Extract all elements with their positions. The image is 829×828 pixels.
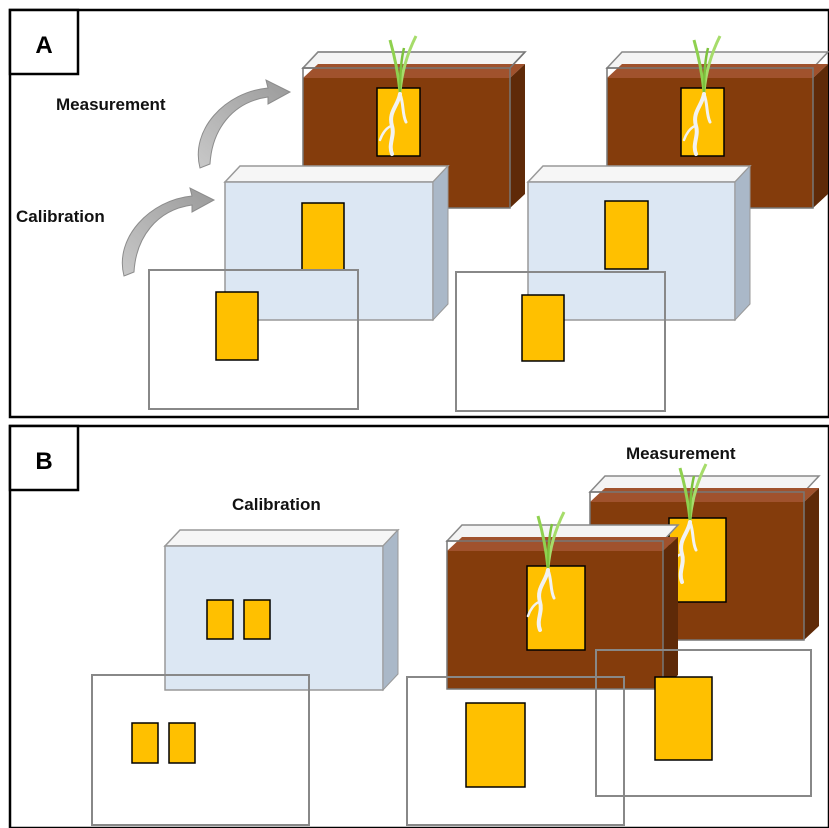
panel-a-left-air-container	[148, 269, 359, 410]
panel-b-water-sensor-1	[206, 599, 234, 640]
panel-b-back-air-container	[595, 649, 812, 797]
panel-a-right-air-sensor	[521, 294, 565, 362]
panel-a-frame	[8, 8, 829, 419]
panel-b-front-air-container	[406, 676, 625, 826]
panel-a-left-air-sensor	[215, 291, 259, 361]
panel-a-measurement-arrow	[197, 79, 292, 169]
panel-b-back-air-sensor	[654, 676, 713, 761]
panel-b-water-sensor-2	[243, 599, 271, 640]
panel-b-label-box	[8, 424, 80, 492]
panel-b-back-soil-sensor	[668, 517, 727, 603]
panel-b-calibration-label: Calibration	[232, 495, 321, 514]
panel-a-calibration-arrow	[121, 187, 216, 277]
panel-a: A Measurement Calibration	[8, 8, 829, 419]
panel-a-left-water-sensor	[301, 202, 345, 271]
panel-a-right-air-container	[455, 271, 666, 412]
panel-a-right-soil-sensor	[680, 87, 725, 157]
panel-a-right-water-sensor	[604, 200, 649, 270]
panel-a-label: A	[35, 32, 52, 59]
panel-a-left-water-container	[223, 164, 450, 322]
panel-b-label: B	[35, 448, 52, 475]
panel-b-front-soil-container	[445, 510, 680, 690]
panel-a-label-box	[8, 8, 80, 76]
panel-b-water-container	[163, 528, 400, 692]
panel-a-measurement-label: Measurement	[56, 95, 166, 114]
panel-b-measurement-label: Measurement	[626, 444, 736, 463]
panel-b-air-sensor-2	[168, 722, 196, 764]
panel-b-air-sensor-1	[131, 722, 159, 764]
panel-b: B Calibration Measurement	[8, 424, 829, 828]
panel-b-frame	[8, 424, 829, 828]
panel-b-front-soil-sensor	[526, 565, 586, 651]
panel-b-air-container	[91, 674, 310, 826]
panel-b-front-air-sensor	[465, 702, 526, 788]
panel-a-calibration-label: Calibration	[16, 207, 105, 226]
